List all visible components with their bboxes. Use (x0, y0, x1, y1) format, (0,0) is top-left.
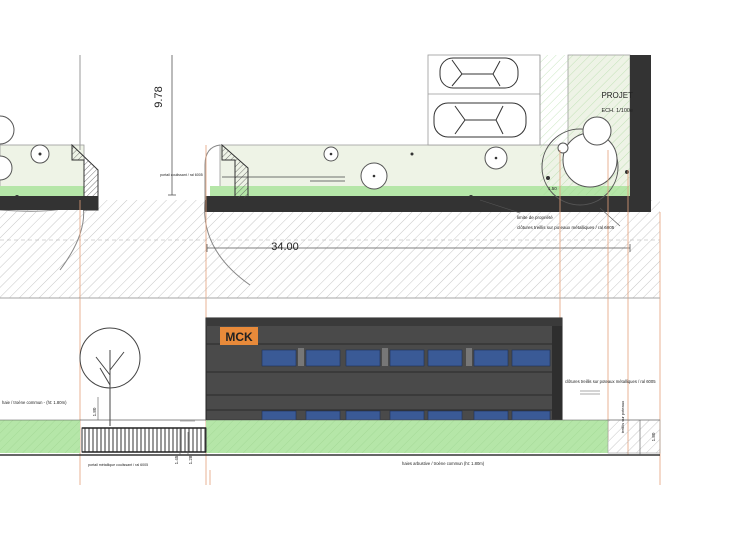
left-plot (0, 55, 99, 211)
elevation-fence-label: clôtures treillis sur poteaux métallique… (565, 379, 656, 384)
logo-background (220, 327, 258, 345)
gate-dimension: 1.28 (188, 455, 193, 464)
hedges (0, 419, 661, 454)
fence-height-dimension: 1.80 (92, 407, 97, 416)
car-bottom (433, 102, 527, 138)
elevation-fence (80, 419, 206, 422)
elevation-gate-label: portail métallique coulissant / ral 6005 (88, 463, 148, 467)
project-plot: portail coulissant / ral 6005 PROJE (160, 54, 651, 230)
scale-label: ECH. 1/100e (602, 108, 634, 114)
logo: MCK (225, 330, 253, 344)
width-dimension: 34.00 (206, 241, 631, 253)
left-hedge-label: haie / troène commun - (ht: 1.80m) (2, 400, 67, 405)
car-top (439, 57, 519, 89)
elevation-dimensions (97, 397, 641, 455)
property-limit-label: limite de propriété (517, 215, 553, 220)
depth-dimension-label: 9.78 (153, 86, 165, 107)
small-dimension-label: 1.50 (548, 186, 557, 191)
elevation-gate (81, 427, 207, 453)
plan-fence-label: clôtures treillis sur poteaux métallique… (517, 225, 615, 230)
base-dimension: 1.45 (174, 455, 179, 464)
fence-vertical-label: treillis sur poteaux (620, 401, 625, 433)
plan-gate-label: portail coulissant / ral 6005 (160, 173, 203, 177)
elevation-tree (79, 327, 141, 426)
lower-windows (261, 410, 551, 421)
project-label: PROJET (601, 91, 633, 100)
width-dimension-label: 34.00 (271, 241, 299, 253)
depth-dimension: 9.78 (153, 55, 176, 196)
bottom-hedge-label: haies arbustive / troène commun (ht: 1.8… (402, 461, 485, 466)
building-elevation: MCK (205, 317, 563, 421)
upper-windows (261, 349, 551, 367)
right-dimension: 1.80 (651, 432, 656, 441)
road-band (0, 199, 660, 299)
